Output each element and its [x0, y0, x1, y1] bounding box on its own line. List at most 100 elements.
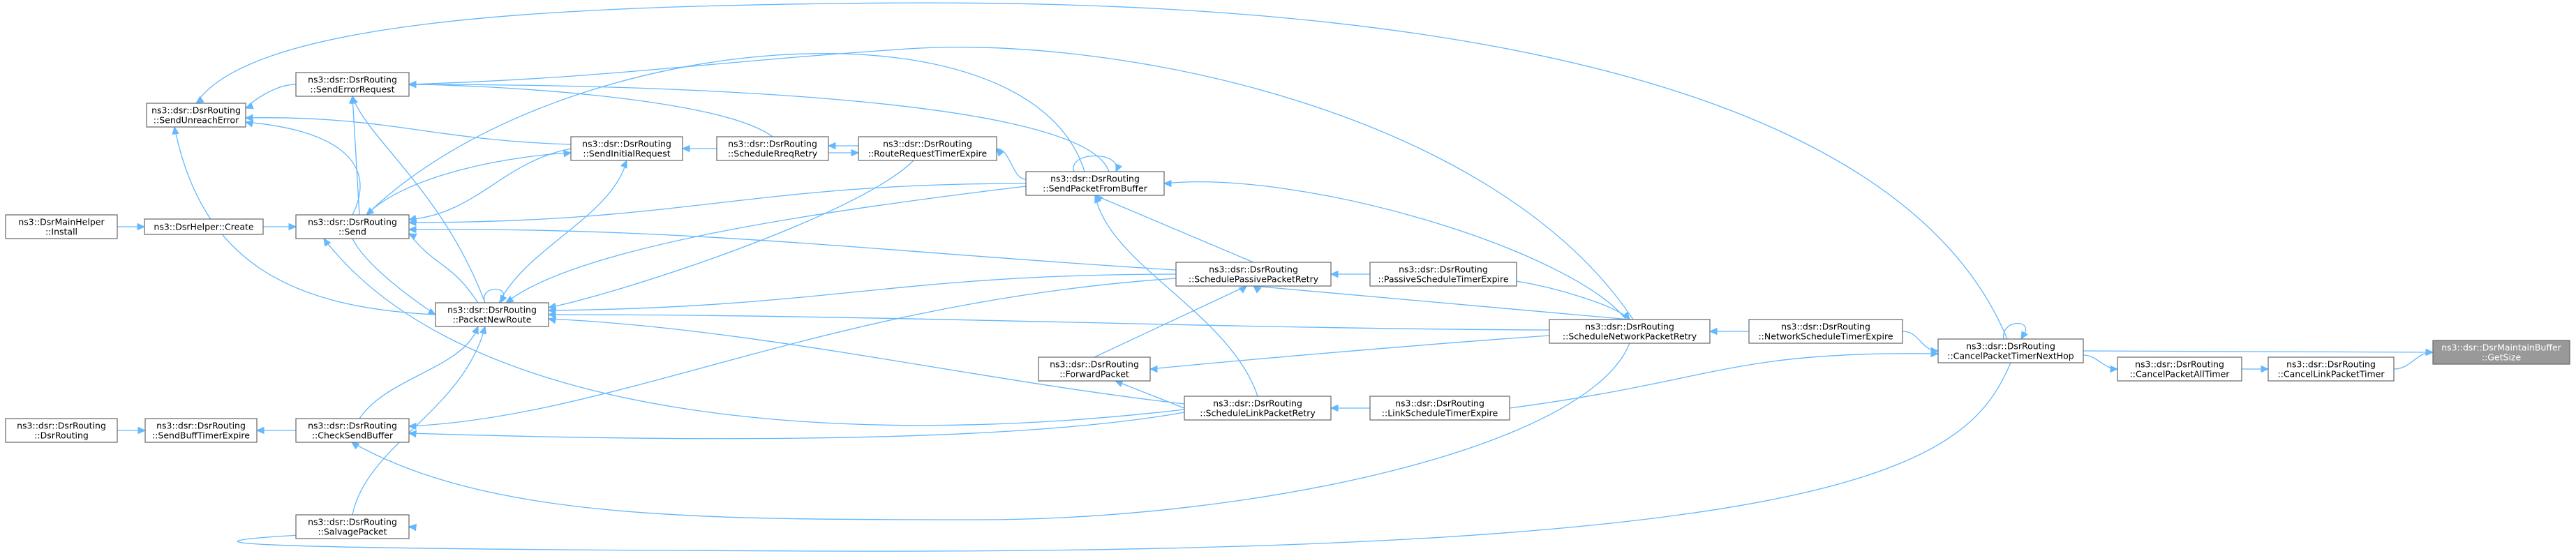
node-create[interactable]: ns3::DsrHelper::Create	[144, 218, 264, 235]
node-cancelnexthop[interactable]: ns3::dsr::DsrRouting::CancelPacketTimerN…	[1937, 338, 2084, 363]
node-cancelnexthop-box	[1937, 338, 2084, 363]
edge-schednet-forward-arrowhead	[1149, 365, 1158, 373]
node-senderr[interactable]: ns3::dsr::DsrRouting::SendErrorRequest	[295, 72, 410, 97]
node-sendbuf[interactable]: ns3::dsr::DsrRouting::SendPacketFromBuff…	[1025, 171, 1165, 196]
node-dsrrouting[interactable]: ns3::dsr::DsrRouting::DsrRouting	[5, 418, 118, 443]
edge-schednet-netsched	[1708, 327, 1749, 336]
edge-schedlink-checksend	[408, 412, 1185, 439]
node-forward-label-2: ::ForwardPacket	[1059, 369, 1129, 380]
edge-schednet-forward	[1149, 335, 1550, 373]
edge-checksend-packetnew-line	[359, 326, 479, 419]
node-install-box	[5, 214, 118, 239]
edge-sendinit-send-arrowhead	[408, 214, 417, 223]
edge-schedpass-send-line	[408, 229, 1177, 271]
node-cancelall[interactable]: ns3::dsr::DsrRouting::CancelPacketAllTim…	[2117, 356, 2242, 382]
edge-linksched-nexthop-arrowhead	[1930, 350, 1940, 358]
edge-packetnew-send-line	[408, 233, 479, 303]
node-forward[interactable]: ns3::dsr::DsrRouting::ForwardPacket	[1038, 356, 1151, 382]
node-checksend-label-1: ns3::dsr::DsrRouting	[308, 421, 397, 431]
node-packetnew[interactable]: ns3::dsr::DsrRouting::PacketNewRoute	[435, 302, 549, 327]
edge-create-send	[263, 223, 297, 231]
edge-packetnew-senderr-line	[352, 96, 486, 303]
edge-senderr-sendunreach	[244, 84, 297, 110]
edge-schedrreq-senderr-arrowhead	[408, 80, 417, 89]
node-schedlink[interactable]: ns3::dsr::DsrRouting::ScheduleLinkPacket…	[1184, 396, 1332, 421]
node-passsched-label-2: ::PassiveScheduleTimerExpire	[1378, 274, 1508, 285]
edge-cancelnexthop-getsize	[2083, 348, 2434, 356]
node-schedrreq-box	[716, 136, 829, 161]
node-netsched-box	[1748, 319, 1903, 344]
edge-schedrreq-routereq-arrowhead	[851, 149, 860, 157]
node-checksend[interactable]: ns3::dsr::DsrRouting::CheckSendBuffer	[295, 418, 410, 443]
edge-sendbuf-packetnew-line	[505, 186, 1027, 303]
edge-sendinit-send-line	[408, 148, 572, 220]
node-sendinit[interactable]: ns3::dsr::DsrRouting::SendInitialRequest	[570, 136, 683, 161]
edge-cancelnexthop-getsize-line	[2083, 350, 2434, 353]
edge-schedrreq-sendinit-arrowhead	[681, 144, 690, 153]
edge-packetnew-self	[484, 289, 507, 304]
node-sendbufftimer-label-1: ns3::dsr::DsrRouting	[156, 421, 246, 431]
edge-schedlink-sendbuf-line	[1094, 195, 1258, 397]
edge-sendbuf-routereq	[996, 148, 1027, 180]
edge-packetnew-sendinit	[498, 159, 627, 303]
node-send[interactable]: ns3::dsr::DsrRouting::Send	[295, 214, 410, 239]
node-schednet[interactable]: ns3::dsr::DsrRouting::ScheduleNetworkPac…	[1549, 319, 1711, 344]
node-dsrrouting-box	[5, 418, 118, 443]
node-linksched[interactable]: ns3::dsr::DsrRouting::LinkScheduleTimerE…	[1369, 396, 1510, 421]
edge-schedlink-linksched	[1330, 404, 1370, 412]
edge-schednet-packetnew	[547, 310, 1550, 331]
node-sendbufftimer-box	[144, 418, 258, 443]
edge-send-senderr-line	[352, 96, 360, 216]
edge-salvage-nexthop	[237, 362, 2011, 552]
node-schedpass[interactable]: ns3::dsr::DsrRouting::SchedulePassivePac…	[1175, 262, 1332, 287]
node-sendunreach-label-2: ::SendUnreachError	[154, 115, 239, 126]
edge-schedlink-packetnew-line	[548, 318, 1185, 405]
node-sendinit-label-2: ::SendInitialRequest	[583, 149, 670, 159]
node-salvage[interactable]: ns3::dsr::DsrRouting::SalvagePacket	[295, 514, 410, 539]
node-forward-label-1: ns3::dsr::DsrRouting	[1050, 359, 1139, 370]
edge-sendbuf-routereq-arrowhead	[996, 148, 1004, 157]
node-routereq[interactable]: ns3::dsr::DsrRouting::RouteRequestTimerE…	[858, 136, 997, 161]
edge-schedrreq-senderr	[408, 80, 773, 137]
edge-sendinit-send	[408, 148, 572, 223]
edge-packetnew-sendunreach-arrowhead	[172, 126, 179, 135]
node-sendbuf-label-2: ::SendPacketFromBuffer	[1043, 183, 1148, 194]
edge-schedlink-packetnew	[547, 316, 1185, 405]
edge-schedpass-forward-line	[1094, 285, 1247, 358]
edge-schednet-schedpass-arrowhead	[1253, 285, 1262, 294]
edge-nexthop-unreach-top	[195, 2, 2008, 340]
edge-schednet-checksend-arrowhead	[351, 442, 360, 450]
node-getsize[interactable]: ns3::dsr::DsrMaintainBuffer::GetSize	[2432, 340, 2570, 365]
node-create-box	[144, 218, 264, 235]
edge-routereq-schedrreq-arrowhead	[827, 142, 836, 150]
edge-schedlink-forward	[1114, 380, 1185, 409]
node-routereq-box	[858, 136, 997, 161]
node-linksched-box	[1369, 396, 1510, 421]
edge-schedrreq-routereq	[828, 149, 860, 157]
node-sendbufftimer[interactable]: ns3::dsr::DsrRouting::SendBuffTimerExpir…	[144, 418, 258, 443]
node-salvage-label-2: ::SalvagePacket	[318, 527, 387, 537]
edge-sendbuf-send-top-line	[366, 53, 1085, 216]
edge-send-senderr	[348, 95, 360, 216]
node-netsched[interactable]: ns3::dsr::DsrRouting::NetworkScheduleTim…	[1748, 319, 1903, 344]
edge-send-sendunreach-line	[245, 121, 361, 216]
edge-schedlink-forward-line	[1115, 380, 1185, 409]
node-netsched-label-2: ::NetworkScheduleTimerExpire	[1758, 331, 1893, 342]
node-install[interactable]: ns3::DsrMainHelper::Install	[5, 214, 118, 239]
edge-schednet-sendbuf	[1163, 179, 1627, 320]
node-passsched[interactable]: ns3::dsr::DsrRouting::PassiveScheduleTim…	[1369, 262, 1517, 287]
node-sendunreach[interactable]: ns3::dsr::DsrRouting::SendUnreachError	[146, 103, 246, 128]
edge-send-sendunreach	[244, 120, 361, 216]
node-sendbuf-box	[1025, 171, 1165, 196]
edge-send-senderr-arrowhead	[348, 95, 357, 104]
node-cancellink[interactable]: ns3::dsr::DsrRouting::CancelLinkPacketTi…	[2268, 356, 2395, 382]
edge-nexthop-self	[2003, 322, 2028, 340]
edges-layer	[117, 2, 2434, 552]
node-checksend-label-2: ::CheckSendBuffer	[312, 430, 394, 441]
node-schedrreq[interactable]: ns3::dsr::DsrRouting::ScheduleRreqRetry	[716, 136, 829, 161]
node-packetnew-label-1: ns3::dsr::DsrRouting	[447, 305, 537, 315]
edge-schedpass-send	[408, 225, 1177, 271]
node-schedpass-box	[1175, 262, 1332, 287]
node-schednet-box	[1549, 319, 1711, 344]
node-schedpass-label-1: ns3::dsr::DsrRouting	[1209, 264, 1298, 275]
